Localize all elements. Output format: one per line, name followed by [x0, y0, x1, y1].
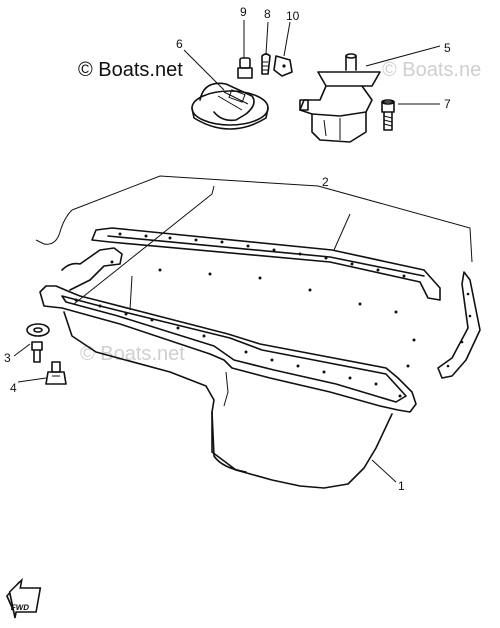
gasket-holes — [118, 232, 406, 278]
callout-5: 5 — [444, 41, 451, 55]
bolt-3 — [31, 341, 43, 363]
badge-text: FWD — [10, 603, 30, 612]
bolt-7 — [381, 99, 395, 131]
watermark-faint-top: © Boats.ne — [382, 59, 481, 81]
side-gasket-strip — [437, 271, 481, 379]
callout-9: 9 — [240, 5, 247, 19]
oil-pan — [39, 247, 417, 489]
flange-holes — [74, 260, 416, 398]
fitting-9 — [237, 57, 253, 79]
callout-4: 4 — [10, 381, 17, 395]
washer-3 — [26, 323, 50, 337]
callout-7: 7 — [444, 97, 451, 111]
drain-bolt-4 — [45, 361, 67, 385]
watermark-main: © Boats.net — [78, 59, 183, 81]
fitting-10 — [273, 55, 293, 77]
callout-10: 10 — [286, 9, 300, 23]
oil-strainer — [299, 53, 381, 143]
leader-lines — [13, 20, 473, 483]
forward-direction-badge: FWD — [6, 577, 42, 619]
callout-8: 8 — [264, 7, 271, 21]
callout-3: 3 — [4, 351, 11, 365]
oil-filler-cap — [191, 82, 269, 130]
fitting-8 — [261, 53, 271, 75]
callout-6: 6 — [176, 37, 183, 51]
callout-2: 2 — [322, 175, 329, 189]
oil-pan-gasket — [91, 227, 441, 301]
watermark-faint-middle: © Boats.net — [80, 343, 185, 365]
callout-1: 1 — [398, 479, 405, 493]
